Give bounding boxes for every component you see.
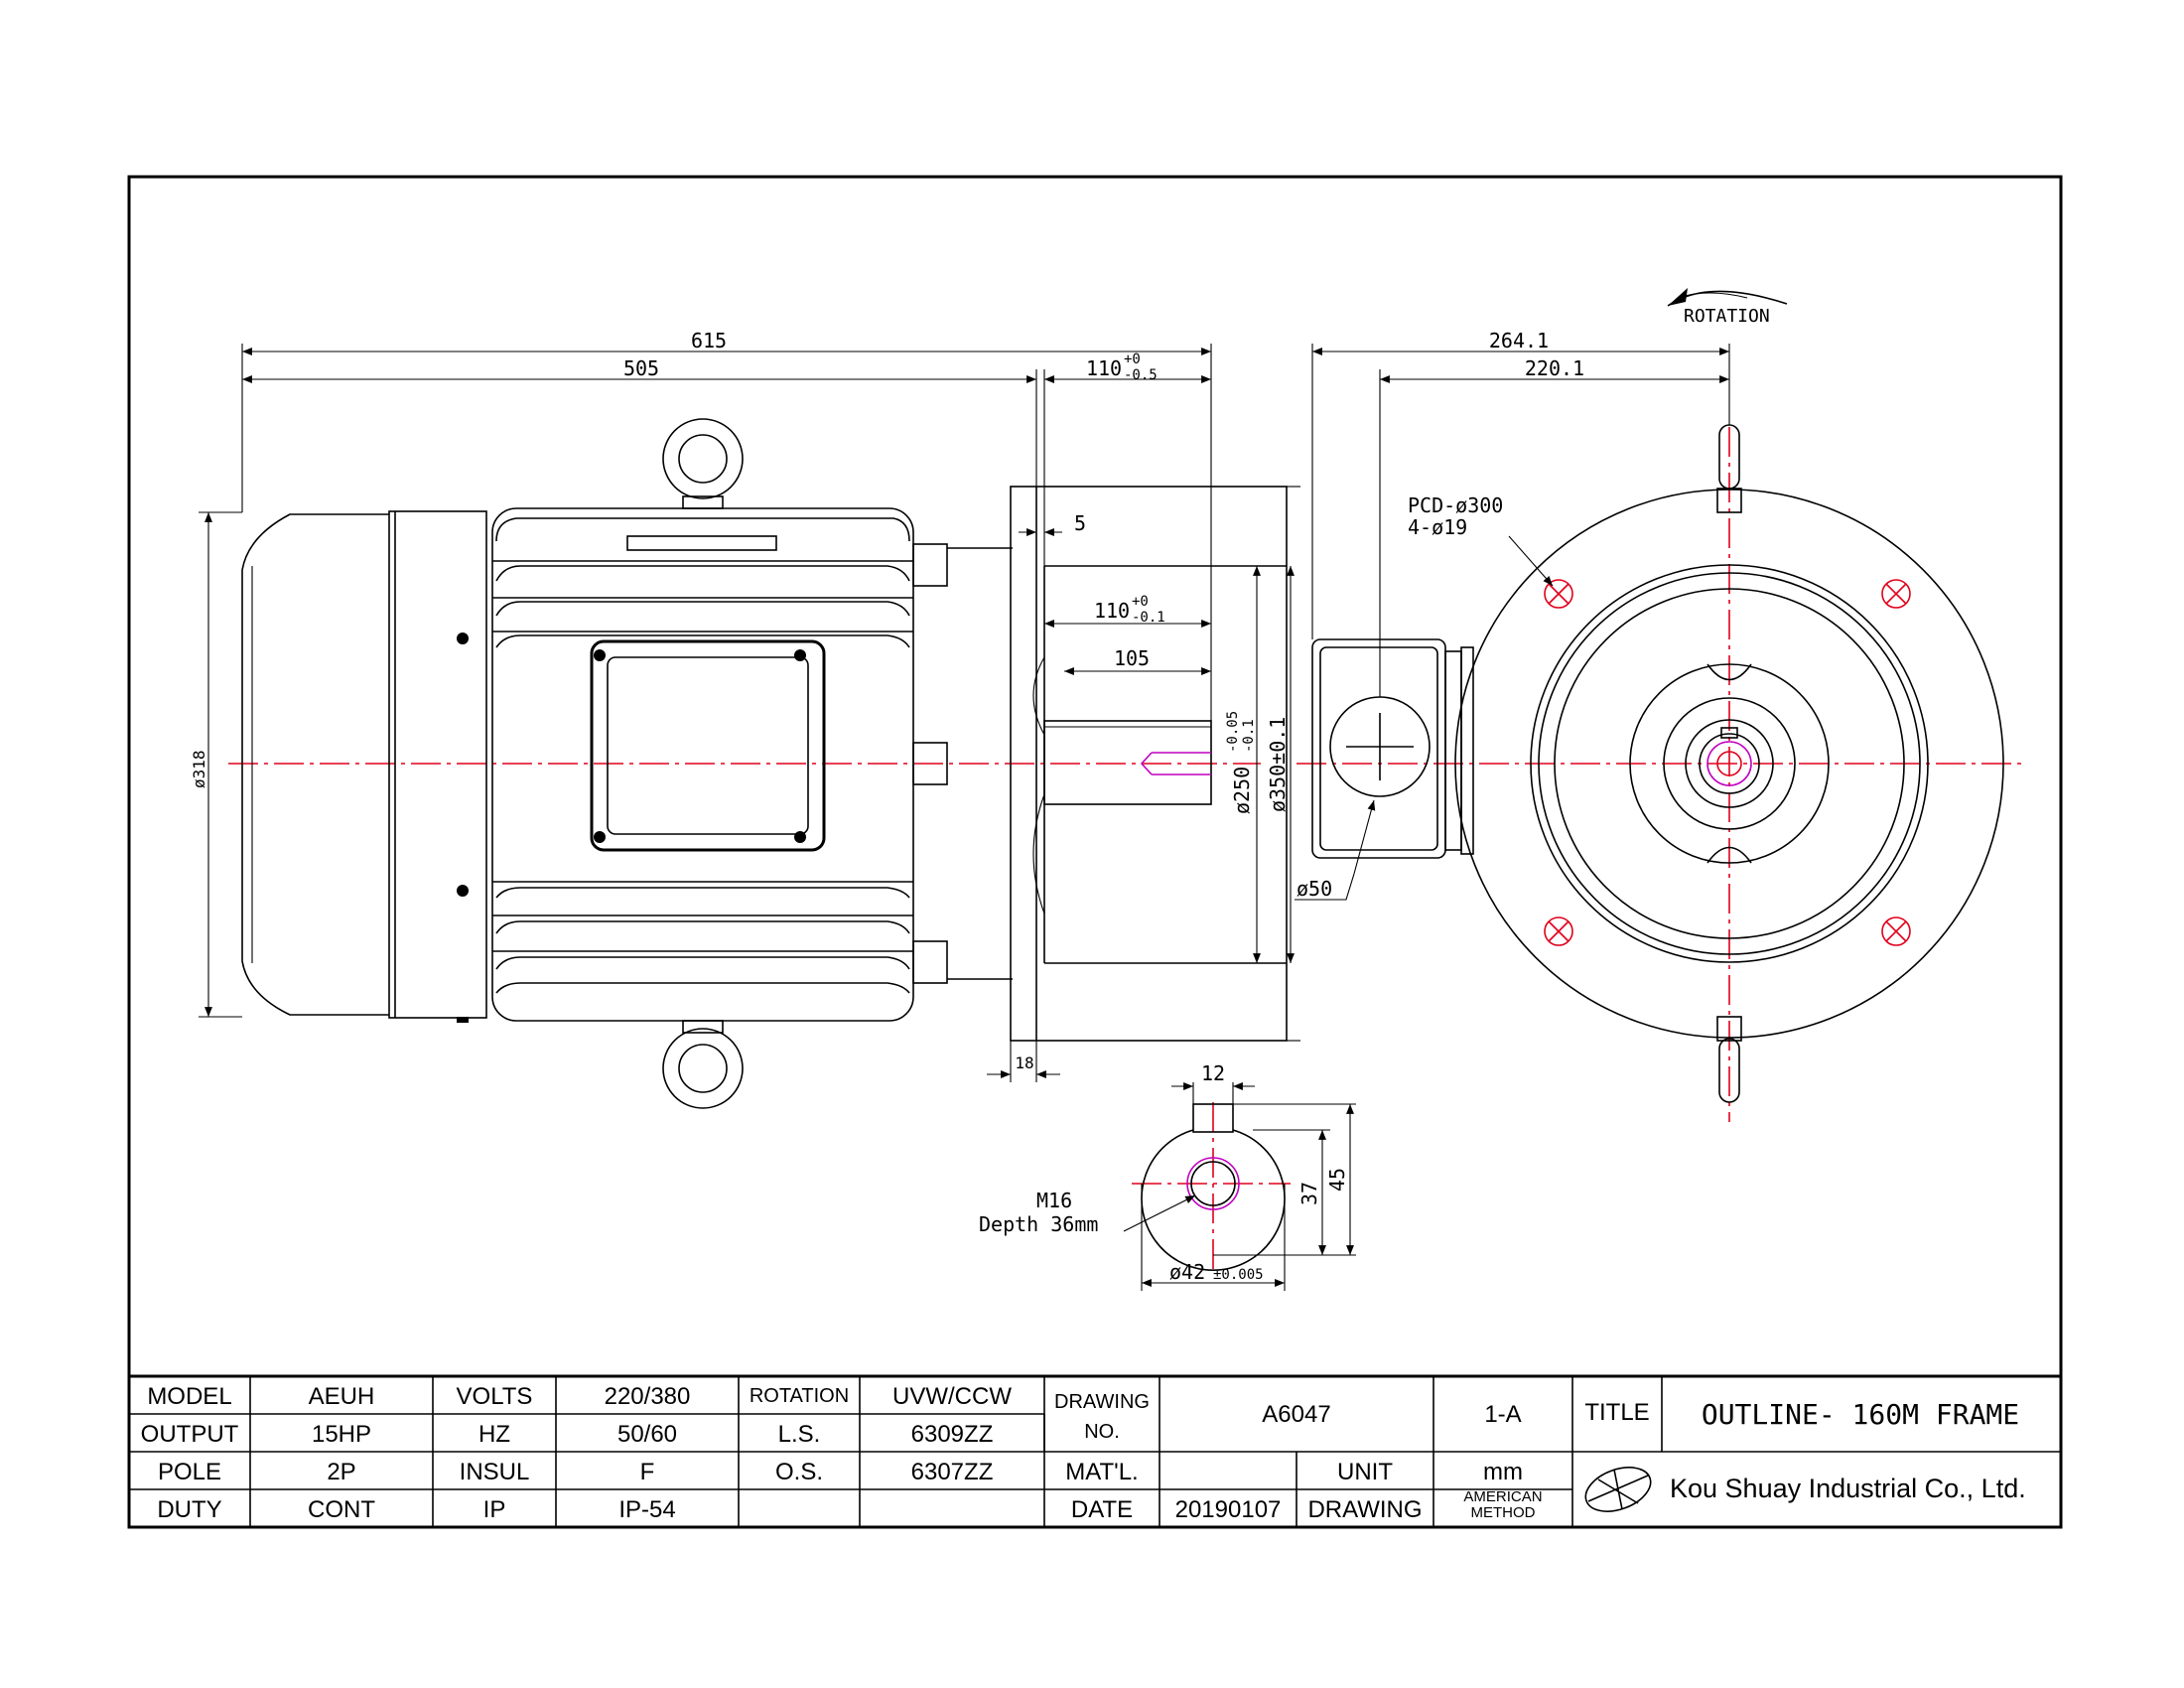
tb-ls-label: L.S.: [778, 1421, 821, 1448]
tb-rotation-label: ROTATION: [750, 1385, 849, 1407]
dim-spigot-tol-lower: -0.1: [1241, 719, 1257, 753]
tb-title-value: OUTLINE- 160M FRAME: [1702, 1398, 2019, 1431]
dim-end-width-box: 220.1: [1525, 356, 1584, 380]
tb-ip-label: IP: [483, 1496, 506, 1523]
tb-output-label: OUTPUT: [141, 1421, 239, 1448]
dim-shaft-length-top: 110: [1086, 356, 1122, 380]
end-bell: [388, 510, 487, 1019]
tb-company: Kou Shuay Industrial Co., Ltd.: [1670, 1474, 2026, 1503]
dim-body-length: 505: [623, 356, 659, 380]
note-thread-depth: Depth 36mm: [979, 1212, 1098, 1236]
tb-duty-value: CONT: [308, 1496, 375, 1523]
flange: [1010, 486, 1288, 1042]
tb-pole-value: 2P: [327, 1459, 355, 1485]
end-dimensions: 264.1 220.1 PCD-ø300 4-ø19 ø50 ROTATION: [1295, 288, 1788, 901]
stator-body: [491, 507, 914, 1022]
dim-flange-step: 5: [1074, 511, 1086, 535]
tb-drawing-no-label-2: NO.: [1084, 1421, 1120, 1443]
tb-duty-label: DUTY: [157, 1496, 221, 1523]
terminal-box-side: [590, 639, 826, 852]
dim-end-width-total: 264.1: [1489, 329, 1549, 352]
tb-unit-label: UNIT: [1337, 1459, 1393, 1485]
tb-hz-value: 50/60: [617, 1421, 677, 1448]
side-dimensions: 615 505 110 +0 -0.5 5 110 +0 -0.1 105 ø2…: [190, 329, 1300, 1082]
lifting-eye-bottom: [662, 1020, 744, 1109]
dim-flange-dia: ø350±0.1: [1266, 717, 1290, 812]
shaft-detail: 12 37 45 M16 Depth 36mm ø42 ±0.005: [979, 1061, 1356, 1291]
dim-shaft-dia-tol: ±0.005: [1213, 1267, 1264, 1283]
shaft: [1043, 720, 1212, 805]
dim-conduit-dia: ø50: [1297, 877, 1332, 901]
tb-title-label: TITLE: [1584, 1399, 1649, 1426]
tb-drawing-label: DRAWING: [1307, 1496, 1422, 1523]
tb-method-2: METHOD: [1471, 1504, 1536, 1521]
bolt-hole: [1881, 579, 1911, 609]
shaft-section: [1141, 1129, 1286, 1271]
tb-model-label: MODEL: [147, 1383, 231, 1410]
flange-outer: [1454, 489, 2004, 1039]
note-holes: 4-ø19: [1408, 515, 1467, 539]
tb-method-1: AMERICAN: [1463, 1488, 1542, 1505]
dim-shaft-length-mid: 110: [1094, 599, 1130, 623]
dim-shaft-mid-tol-lower: -0.1: [1132, 610, 1165, 626]
dim-key-length: 105: [1114, 646, 1150, 670]
tb-matl-label: MAT'L.: [1065, 1459, 1138, 1485]
tb-date-value: 20190107: [1175, 1496, 1282, 1523]
tb-output-value: 15HP: [312, 1421, 371, 1448]
dim-spigot-tol-upper: -0.05: [1225, 711, 1241, 753]
tb-unit-value: mm: [1483, 1459, 1523, 1485]
tb-model-value: AEUH: [309, 1383, 375, 1410]
tb-pole-label: POLE: [158, 1459, 221, 1485]
rotation-label: ROTATION: [1684, 306, 1770, 327]
tb-insul-label: INSUL: [460, 1459, 530, 1485]
title-block: MODEL AEUH OUTPUT 15HP POLE 2P DUTY CONT…: [129, 1374, 2061, 1527]
dim-overall-length: 615: [691, 329, 727, 352]
bolt-hole: [1544, 579, 1573, 609]
fan-cover: [241, 513, 389, 1016]
dim-shaft-mid-tol-upper: +0: [1132, 594, 1149, 610]
tb-revision: 1-A: [1484, 1401, 1521, 1428]
bolt-hole: [1881, 916, 1911, 946]
dim-key-depth: 37: [1297, 1182, 1321, 1205]
tb-ip-value: IP-54: [618, 1496, 675, 1523]
tb-os-label: O.S.: [775, 1459, 823, 1485]
dim-body-dia: ø318: [190, 750, 208, 788]
side-view: [228, 418, 1288, 1109]
dim-flange-thickness: 18: [1015, 1054, 1033, 1072]
tb-os-value: 6307ZZ: [911, 1459, 994, 1485]
tb-insul-value: F: [640, 1459, 655, 1485]
tb-rotation-value: UVW/CCW: [892, 1383, 1012, 1410]
tb-volts-label: VOLTS: [457, 1383, 533, 1410]
note-thread-size: M16: [1036, 1189, 1072, 1212]
note-pcd: PCD-ø300: [1408, 493, 1503, 517]
dim-shaft-top-tol-lower: -0.5: [1124, 367, 1158, 383]
company-logo-icon: [1584, 1467, 1652, 1512]
tb-drawing-no-label-1: DRAWING: [1054, 1391, 1150, 1413]
rotation-arrow-icon: [1667, 288, 1788, 307]
tb-drawing-no-value: A6047: [1262, 1401, 1330, 1428]
dim-key-height: 45: [1325, 1168, 1349, 1192]
bolt-hole: [1544, 916, 1573, 946]
end-view: [1297, 424, 2021, 1122]
dim-shaft-top-tol-upper: +0: [1124, 352, 1141, 367]
conduit-box: [1311, 638, 1446, 859]
lifting-eye-top: [662, 418, 744, 509]
drawing-border: [127, 175, 2063, 1529]
dim-key-width: 12: [1201, 1061, 1225, 1085]
dim-spigot-dia: ø250: [1230, 767, 1254, 814]
tb-volts-value: 220/380: [605, 1383, 691, 1410]
tb-date-label: DATE: [1071, 1496, 1133, 1523]
tb-ls-value: 6309ZZ: [911, 1421, 994, 1448]
tb-hz-label: HZ: [478, 1421, 510, 1448]
dim-shaft-dia: ø42: [1169, 1260, 1205, 1284]
